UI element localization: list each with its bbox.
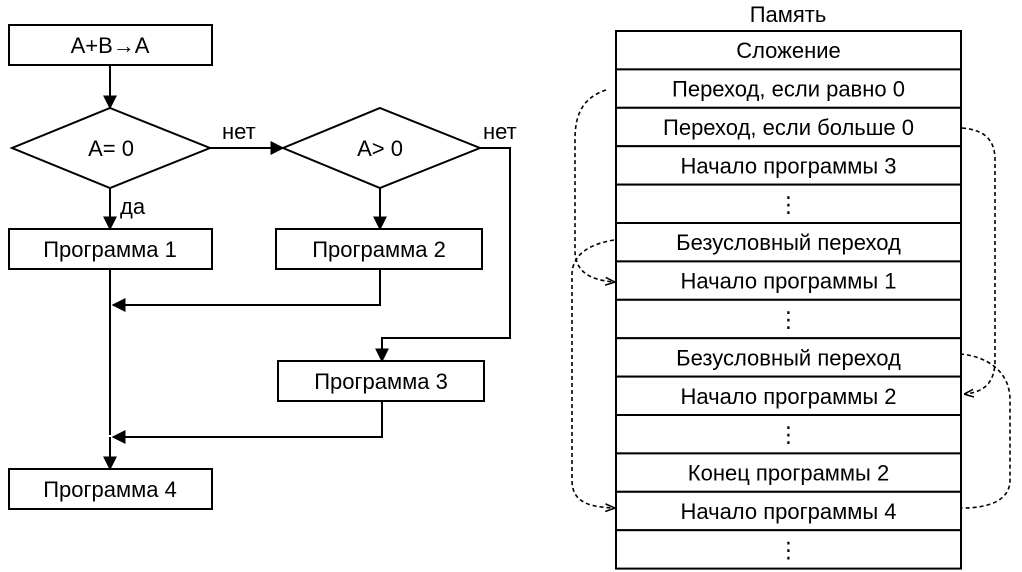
program-4-block bbox=[8, 468, 213, 510]
label-yes: да bbox=[120, 194, 146, 219]
condition-a-equals-zero-label: A= 0 bbox=[88, 136, 134, 161]
memory-cell-label: Безусловный переход bbox=[676, 230, 901, 255]
memory-cell bbox=[615, 183, 962, 225]
memory-cell-label: ⋮ bbox=[778, 307, 800, 332]
label-no-1: нет bbox=[222, 119, 256, 144]
memory-cell-label: Сложение bbox=[736, 38, 841, 63]
memory-cell-label: Начало программы 3 bbox=[680, 153, 896, 178]
connector-program3-merge bbox=[111, 401, 383, 444]
connector-no-2 bbox=[375, 147, 511, 363]
memory-cell-label: ⋮ bbox=[778, 537, 800, 562]
program-2-label: Программа 2 bbox=[312, 237, 446, 262]
memory-cell bbox=[615, 529, 962, 570]
memory-cell-label: Переход, если больше 0 bbox=[663, 115, 914, 140]
condition-a-greater-zero-label: A> 0 bbox=[357, 136, 403, 161]
memory-title: Память bbox=[750, 2, 827, 27]
memory-cell bbox=[615, 260, 962, 301]
connector-program2-merge bbox=[111, 269, 381, 312]
memory-cell-label: Начало программы 4 bbox=[680, 499, 896, 524]
unconditional-jump-2-connector bbox=[959, 353, 1011, 509]
memory-cell-label: Переход, если равно 0 bbox=[672, 77, 905, 102]
memory-cell-label: ⋮ bbox=[778, 192, 800, 217]
jump-if-zero-connector bbox=[574, 89, 614, 282]
memory-cell-label: Безусловный переход bbox=[676, 345, 901, 370]
program-4-label: Программа 4 bbox=[43, 477, 177, 502]
program-3-label: Программа 3 bbox=[314, 369, 448, 394]
memory-cell bbox=[615, 68, 962, 109]
memory-cell bbox=[615, 452, 962, 493]
flowchart: A+B→A A= 0 нет A> 0 да нет Программа 1 П… bbox=[8, 24, 517, 510]
memory-cell-label: Конец программы 2 bbox=[688, 461, 889, 486]
program-3-block bbox=[277, 360, 485, 402]
unconditional-jump-1-connector bbox=[571, 239, 614, 508]
start-block-label: A+B→A bbox=[71, 33, 150, 58]
memory-cell-label: Начало программы 1 bbox=[680, 269, 896, 294]
memory-cell bbox=[615, 414, 962, 455]
label-no-2: нет bbox=[483, 119, 517, 144]
start-block bbox=[8, 24, 213, 66]
memory-cell bbox=[615, 145, 962, 186]
memory-cell-label: Начало программы 2 bbox=[680, 384, 896, 409]
program-1-label: Программа 1 bbox=[43, 237, 177, 262]
jump-if-greater-connector bbox=[961, 127, 996, 394]
memory-cell-label: ⋮ bbox=[778, 422, 800, 447]
